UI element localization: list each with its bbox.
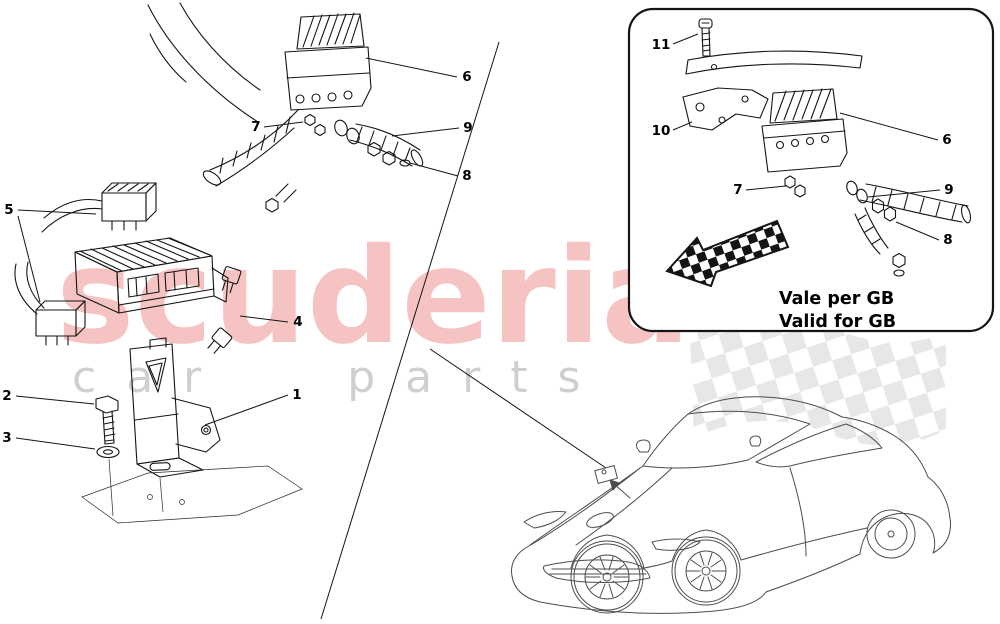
inset-box: 11 10 6 7 9 8 Vale per GB Valid for GB: [627, 7, 995, 333]
callout-7-inset: 7: [733, 182, 742, 198]
heat-shield-inset: [761, 88, 972, 277]
wheel-front-left: [570, 534, 645, 614]
hose-left: [202, 109, 299, 187]
callout-11: 11: [652, 37, 671, 53]
inset-caption-line1: Vale per GB: [779, 289, 894, 309]
callout-8-inset: 8: [943, 232, 952, 248]
wheel-rear: [866, 509, 916, 559]
callout-5: 5: [4, 202, 13, 218]
axis-line: [108, 458, 114, 517]
nut-8: [367, 141, 381, 157]
callout-7: 7: [251, 119, 260, 135]
callout-6: 6: [462, 69, 471, 85]
chassis-rail: [685, 50, 863, 75]
bolt-2: [95, 395, 119, 445]
hood-ecu-marker: [594, 465, 631, 499]
bolt-7: [304, 113, 316, 127]
callout-6-inset: 6: [942, 132, 951, 148]
watermark-subtitle: car parts: [72, 352, 610, 403]
screw-11: [698, 18, 713, 57]
nut-8: [382, 150, 396, 166]
callout-4: 4: [293, 314, 302, 330]
relay-lower: [14, 261, 86, 346]
callouts-inset: 11 10 6 7 9 8: [652, 33, 954, 248]
callout-3: 3: [2, 430, 11, 446]
car-drawing: [511, 396, 951, 614]
callout-1: 1: [292, 387, 301, 403]
watermark-title: scuderia: [56, 220, 690, 374]
inset-caption-line2: Valid for GB: [779, 312, 896, 332]
axis-line: [159, 477, 164, 513]
heat-shield-assembly: [202, 12, 424, 213]
callout-8: 8: [462, 168, 471, 184]
callout-10: 10: [652, 123, 671, 139]
callouts-main: 6 7 9 8 5 2 3 1 4: [2, 57, 473, 450]
bolt-7: [314, 123, 326, 137]
ecu-unit: [74, 237, 229, 314]
relay-upper: [41, 182, 157, 233]
fuse-lower: [207, 327, 233, 354]
fitting-9: [334, 119, 348, 137]
base-panel: [81, 465, 303, 524]
body-panel-sketch: [147, 2, 261, 123]
hatching: [302, 12, 361, 48]
callout-9-inset: 9: [944, 182, 953, 198]
callout-9: 9: [463, 120, 472, 136]
bracket-10: [682, 87, 769, 131]
callout-2: 2: [2, 388, 11, 404]
checkered-flag-watermark: [690, 318, 946, 446]
lower-fitting: [265, 183, 297, 213]
wheel-front-right: [671, 529, 742, 606]
fitting-9: [346, 127, 360, 145]
washer-3: [96, 445, 120, 459]
hose-right: [349, 123, 424, 167]
pointer-lines: [320, 41, 607, 620]
fuse-upper: [221, 266, 242, 294]
checkered-arrow: [665, 219, 790, 288]
